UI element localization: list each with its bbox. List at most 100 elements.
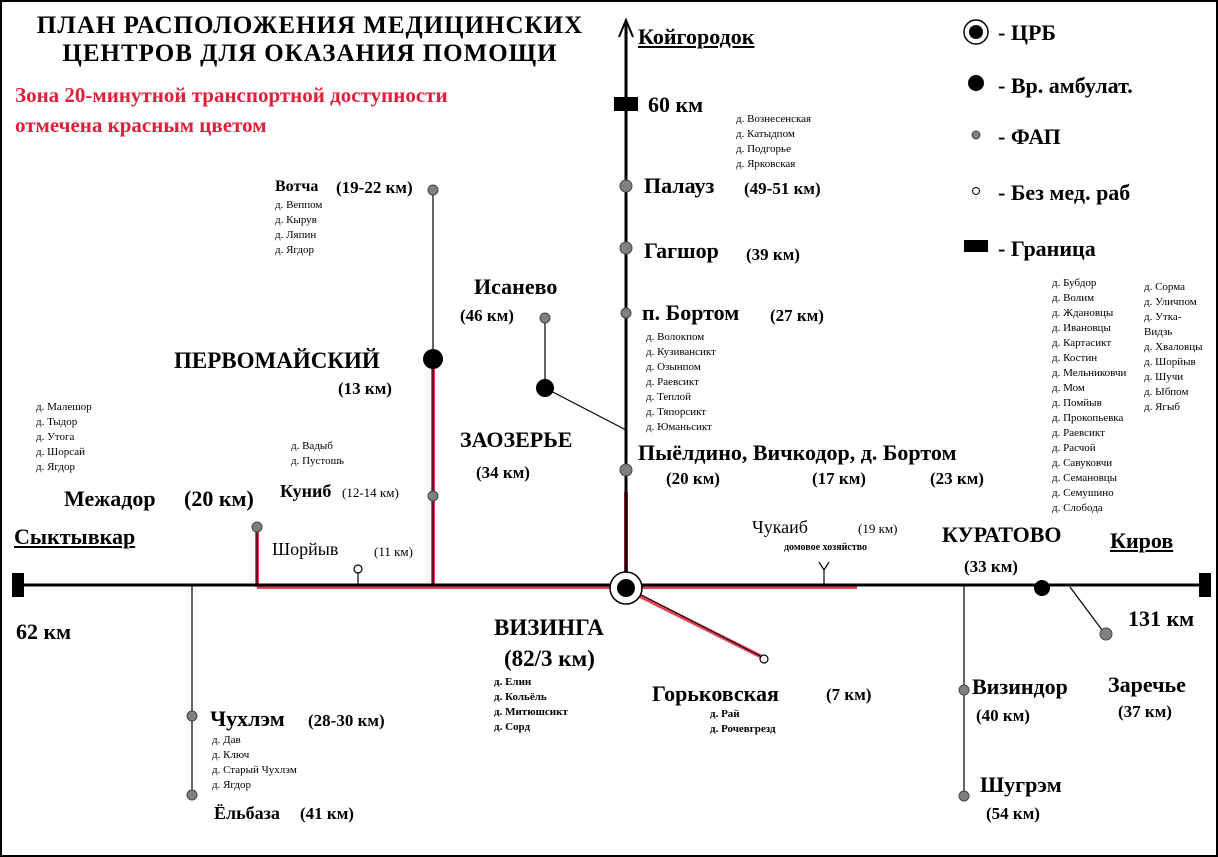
village: д. Уличпом: [1144, 296, 1197, 308]
village: д. Сорма: [1144, 281, 1186, 293]
village: д. Семановцы: [1052, 472, 1118, 484]
gagshor-distance: (39 км): [746, 245, 800, 264]
village: Видзь: [1144, 326, 1173, 338]
village: д. Митюшсикт: [494, 706, 568, 718]
mezhador-villages: д. Малешор д. Тыдор д. Утога д. Шорсай д…: [36, 400, 92, 475]
fap-mezhador: [251, 521, 263, 533]
village: д. Рай: [710, 708, 740, 720]
gorkovskaya-villages: д. Рай д. Рочевгрезд: [710, 706, 776, 736]
village: д. Волокпом: [646, 331, 705, 343]
direction-north: Койгородок: [638, 24, 755, 49]
village: д. Рочевгрезд: [710, 723, 776, 735]
village: д. Мельниковчи: [1052, 367, 1127, 379]
vizindor-name: Визиндор: [972, 674, 1068, 699]
village: д. Пустошь: [291, 455, 345, 467]
fap-chukhlem: [186, 710, 198, 722]
village: д. Семушино: [1052, 487, 1114, 499]
village: д. Кырув: [275, 214, 317, 226]
votcha-distance: (19-22 км): [336, 178, 413, 197]
village: д. Теплой: [646, 391, 692, 403]
yelbaza-name: Ёльбаза: [214, 803, 280, 823]
village: д. Дав: [212, 734, 241, 746]
mezhador-distance: (20 км): [184, 486, 254, 511]
legend-fap: - ФАП: [998, 124, 1061, 149]
legend-border: - Граница: [998, 236, 1096, 261]
isanevo-distance: (46 км): [460, 306, 514, 325]
title-line-2: ЦЕНТРОВ ДЛЯ ОКАЗАНИЯ ПОМОЩИ: [62, 40, 558, 67]
fap-palauz: [619, 179, 633, 193]
village: д. Ягдор: [36, 461, 75, 473]
shugrem-name: Шугрэм: [980, 772, 1062, 797]
fap-vizindor: [958, 684, 970, 696]
fap-markers: [186, 179, 1113, 802]
ambulatory-zaozerye: [536, 379, 554, 397]
bortom-name: п. Бортом: [642, 300, 740, 325]
kunib-name: Куниб: [280, 481, 332, 501]
shoryyv-distance: (11 км): [374, 544, 413, 559]
palauz-villages: д. Вознесенская д. Катыдпом д. Подгорье …: [736, 112, 811, 172]
nostaff-gorkovskaya: [759, 654, 769, 664]
legend-symbols: [963, 19, 989, 252]
legend-border-icon: [964, 240, 988, 252]
village: д. Савуковчи: [1052, 457, 1113, 469]
village: д. Елин: [494, 676, 532, 688]
ambulatory-pervomaysky: [423, 349, 443, 369]
page-title: ПЛАН РАСПОЛОЖЕНИЯ МЕДИЦИНСКИХ ЦЕНТРОВ ДЛ…: [10, 12, 610, 68]
zone-note-line-1: Зона 20-минутной транспортной доступност…: [15, 83, 448, 107]
gorkovskaya-distance: (7 км): [826, 685, 872, 704]
zone-note-line-2: отмечена красным цветом: [15, 113, 267, 137]
yelbaza-distance: (41 км): [300, 804, 354, 823]
village: д. Сорд: [494, 721, 531, 733]
access-zone-lines: [255, 364, 857, 660]
village: д. Слобода: [1052, 502, 1103, 514]
chukhlem-villages: д. Дав д. Ключ д. Старый Чухлэм д. Ягдор: [212, 733, 297, 793]
pervomaysky-distance: (13 км): [338, 379, 392, 398]
ambulatory-kuratovo: [1034, 580, 1050, 596]
road-gorkovskaya: [625, 586, 765, 659]
zarechye-name: Заречье: [1108, 672, 1186, 697]
direction-east: Киров: [1110, 528, 1174, 553]
village: д. Волим: [1052, 292, 1095, 304]
village: д. Ключ: [212, 749, 250, 761]
village: д. Утога: [36, 431, 75, 443]
chukaib-name: Чукаиб: [752, 517, 808, 537]
zarechye-distance: (37 км): [1118, 702, 1172, 721]
ambulatory-markers: [423, 349, 1050, 596]
village: д. Ляпин: [275, 229, 317, 241]
village: д. Раевсикт: [1052, 427, 1105, 439]
legend-fap-icon: [971, 130, 981, 140]
zone-note: Зона 20-минутной транспортной доступност…: [15, 80, 448, 140]
village: д. Катыдпом: [736, 128, 795, 140]
bortom-villages: д. Волокпом д. Кузивансикт д. Озынпом д.…: [646, 330, 716, 435]
village: д. Картасикт: [1052, 337, 1112, 349]
fap-gagshor: [619, 241, 633, 255]
legend-ambulatory-icon: [968, 75, 984, 91]
direction-west: Сыктывкар: [14, 524, 136, 549]
village: д. Прокопьевка: [1052, 412, 1124, 424]
village: д. Шучи: [1144, 371, 1184, 383]
village: д. Утка-: [1144, 311, 1182, 323]
legend-ambulatory: - Вр. амбулат.: [998, 73, 1133, 98]
village: д. Костин: [1052, 352, 1098, 364]
chukhlem-name: Чухлэм: [210, 706, 285, 731]
village: д. Малешор: [36, 401, 92, 413]
village: д. Тыдор: [36, 416, 78, 428]
nostaff-shoryyv: [353, 564, 363, 574]
border-north: [614, 97, 638, 111]
chukhlem-distance: (28-30 км): [308, 711, 385, 730]
north-arrow: [618, 17, 634, 38]
village: д. Подгорье: [736, 143, 791, 155]
village: д. Шорсай: [36, 446, 85, 458]
gorkovskaya-name: Горьковская: [652, 681, 779, 706]
north-distance: 60 км: [648, 92, 704, 117]
village: д. Помйыв: [1052, 397, 1102, 409]
votcha-name: Вотча: [275, 178, 319, 195]
village: д. Веппом: [275, 199, 323, 211]
legend-no-staff: - Без мед. раб: [998, 180, 1131, 205]
border-west: [12, 573, 24, 597]
village: д. Хваловцы: [1144, 341, 1203, 353]
village: д. Кузивансикт: [646, 346, 716, 358]
fap-isanevo: [539, 312, 551, 324]
kuratovo-villages-a: д. Бубдор д. Волим д. Ждановцы д. Иванов…: [1052, 276, 1126, 516]
shoryyv-name: Шорйыв: [272, 539, 339, 559]
